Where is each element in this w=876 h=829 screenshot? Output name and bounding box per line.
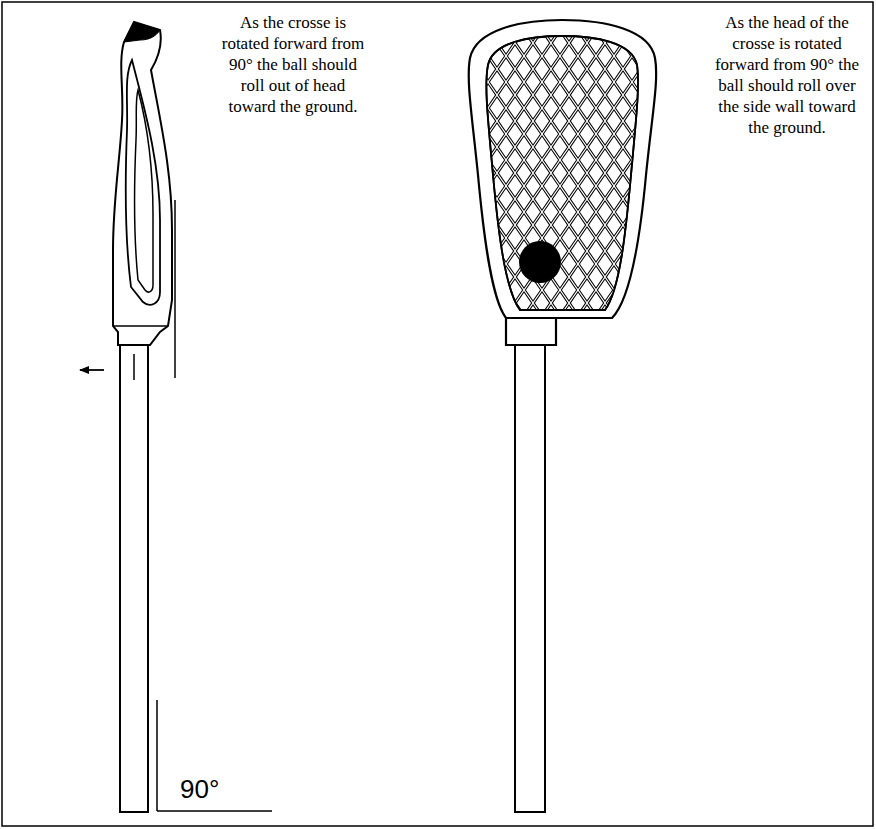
pocket-edge bbox=[486, 36, 638, 310]
note-text: As the crosse is rotated forward from 90… bbox=[218, 12, 368, 117]
angle-label: 90° bbox=[180, 774, 219, 804]
note-text: As the head of the crosse is rotated for… bbox=[712, 12, 862, 138]
ball bbox=[519, 241, 561, 283]
sidewall-inner-opening bbox=[135, 90, 153, 292]
reference-line bbox=[174, 200, 176, 378]
throat-line bbox=[113, 325, 168, 327]
shaft bbox=[120, 338, 148, 812]
angle-vertical bbox=[156, 700, 158, 811]
mesh-pocket bbox=[480, 30, 645, 320]
rotation-arrow bbox=[80, 369, 104, 371]
head-tip bbox=[124, 22, 160, 42]
shaft bbox=[515, 330, 545, 812]
throat-line bbox=[506, 317, 612, 319]
head-front-view bbox=[469, 20, 656, 345]
head-side-view bbox=[113, 22, 172, 345]
sidewall-opening bbox=[126, 60, 160, 305]
angle-horizontal bbox=[157, 810, 272, 812]
tick-mark bbox=[133, 354, 135, 380]
